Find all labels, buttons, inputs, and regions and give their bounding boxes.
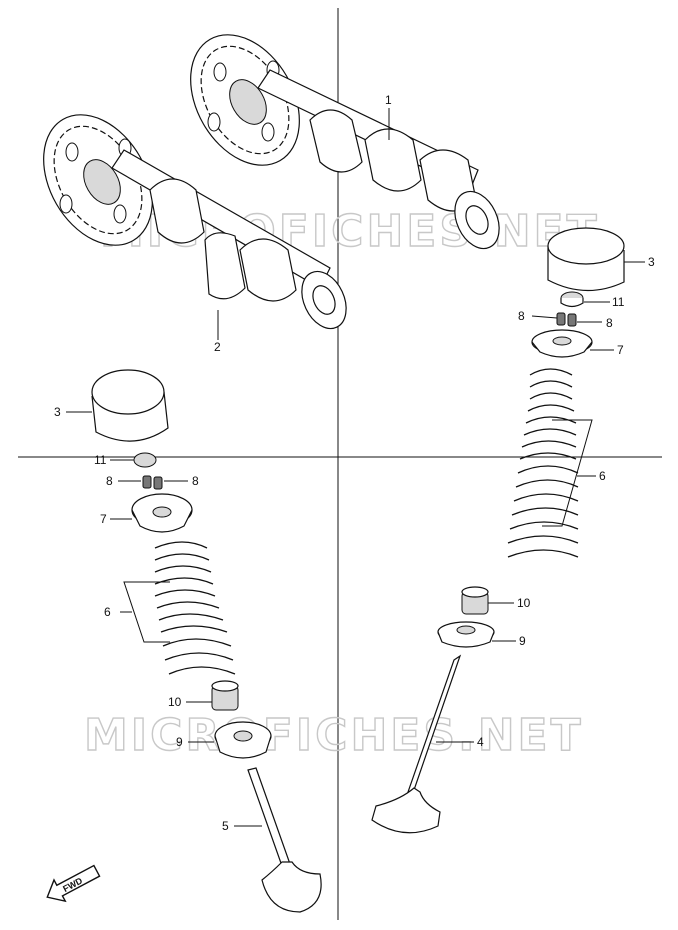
callout-7-left: 7 (100, 512, 107, 526)
callout-9-right: 9 (519, 634, 526, 648)
stem-seal-left (211, 680, 239, 711)
spring-right (507, 368, 579, 558)
callout-8-left-b: 8 (192, 474, 199, 488)
spring-seat-left (214, 721, 272, 759)
callout-7-right: 7 (617, 343, 624, 357)
spring-seat-right (437, 621, 495, 648)
shim-left (133, 452, 157, 468)
callout-8-right-b: 8 (606, 316, 613, 330)
tappet-right (547, 227, 625, 292)
shim-right (560, 291, 584, 308)
stem-seal-right (461, 586, 489, 615)
fwd-arrow-icon: FWD (46, 864, 101, 903)
retainer-right (531, 329, 593, 358)
spring-left (154, 541, 236, 675)
valve-left (247, 767, 322, 913)
callout-4: 4 (477, 735, 484, 749)
camshaft-1 (190, 34, 500, 250)
callouts: 1 2 3 11 8 8 7 6 10 9 4 3 11 8 8 7 6 10 … (54, 93, 655, 833)
callout-5: 5 (222, 819, 229, 833)
callout-3-right: 3 (648, 255, 655, 269)
callout-10-right: 10 (517, 596, 531, 610)
camshaft-2 (43, 114, 347, 330)
callout-8-right-a: 8 (518, 309, 525, 323)
callout-2: 2 (214, 340, 221, 354)
leader-lines (66, 108, 645, 827)
tappet-left (91, 369, 169, 442)
cotters-left (142, 475, 163, 490)
retainer-left (131, 493, 193, 533)
callout-3-left: 3 (54, 405, 61, 419)
watermark-bottom: MICROFICHES.NET (84, 710, 584, 761)
callout-11-left: 11 (94, 453, 107, 467)
callout-6-left: 6 (104, 605, 111, 619)
callout-6-right: 6 (599, 469, 606, 483)
cotters-right (556, 312, 577, 327)
callout-11-right: 11 (612, 295, 625, 309)
callout-9-left: 9 (176, 735, 183, 749)
callout-8-left-a: 8 (106, 474, 113, 488)
callout-1: 1 (385, 93, 392, 107)
callout-10-left: 10 (168, 695, 182, 709)
valve-right (371, 654, 462, 834)
